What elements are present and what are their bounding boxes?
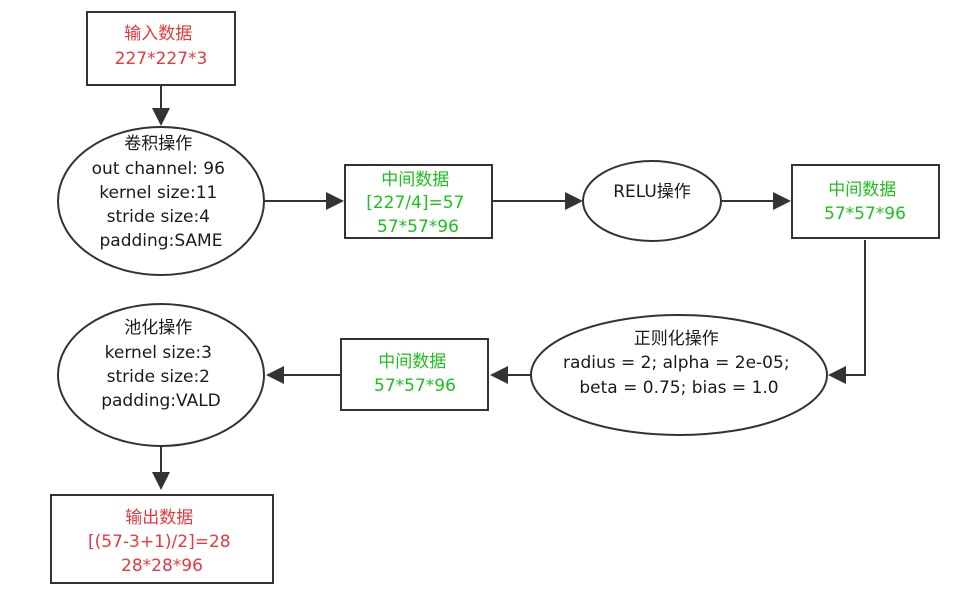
mid-data-box-2 [791, 164, 940, 239]
input-data-label: 输入数据 227*227*3 [115, 24, 208, 69]
output-data-label: 输出数据 [(57-3+1)/2]=28 28*28*96 [88, 508, 236, 576]
mid-data-label-1: 中间数据 [227/4]=57 57*57*96 [366, 170, 470, 237]
relu-op-label: RELU操作 [613, 182, 691, 202]
norm-op-label: 正则化操作 radius = 2; alpha = 2e-05; beta = … [563, 329, 795, 398]
mid-data-label-2: 中间数据 57*57*96 [824, 180, 906, 224]
output-data-box [50, 494, 274, 584]
mid-data-box-1 [344, 164, 493, 239]
pool-op-label: 池化操作 kernel size:3 stride size:2 padding… [101, 318, 221, 411]
conv-op-label: 卷积操作 out channel: 96 kernel size:11 stri… [92, 134, 231, 251]
arrowhead-mid3 [490, 366, 508, 384]
conv-op-ellipse [57, 126, 265, 276]
mid-data-box-3 [340, 338, 489, 411]
arrowhead-output [152, 472, 170, 490]
arrowhead-mid2 [773, 192, 791, 210]
pool-op-ellipse [57, 303, 265, 447]
arrowhead-pool [266, 366, 284, 384]
edges [152, 86, 866, 490]
arrowhead-relu [565, 192, 583, 210]
edge-mid2-to-norm [844, 240, 866, 376]
norm-op-ellipse [530, 314, 828, 436]
mid-data-label-3: 中间数据 57*57*96 [374, 352, 456, 396]
arrowhead-conv [152, 108, 170, 126]
input-data-box [86, 11, 236, 86]
arrowhead-mid1 [326, 192, 344, 210]
arrowhead-norm [828, 366, 846, 384]
relu-op-ellipse [582, 160, 722, 242]
nodes [50, 11, 940, 584]
labels: 输入数据 227*227*3 卷积操作 out channel: 96 kern… [88, 24, 906, 576]
